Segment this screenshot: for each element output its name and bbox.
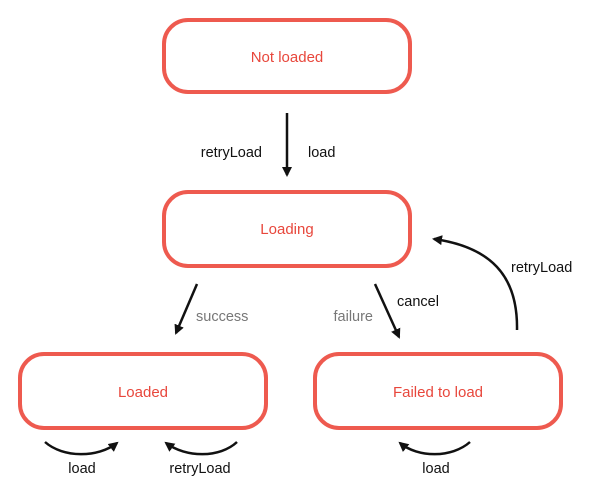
state-not-loaded-label: Not loaded: [251, 49, 324, 66]
edge-label-success: success: [196, 309, 248, 325]
state-loading-box: [162, 190, 412, 268]
edge-loading-to-loaded: [174, 283, 199, 335]
edge-label-loaded-load: load: [68, 461, 95, 477]
state-not-loaded-box: [162, 18, 412, 94]
state-loaded: Loaded: [18, 352, 268, 430]
edge-label-retry-load-top: retryLoad: [201, 145, 262, 161]
edge-label-failed-load: load: [422, 461, 449, 477]
edge-loaded-self-retry-load: [164, 441, 238, 456]
state-loading: Loading: [162, 190, 412, 268]
state-loaded-label: Loaded: [118, 384, 168, 401]
edge-label-load-top: load: [308, 145, 335, 161]
state-failed-to-load: Failed to load: [313, 352, 563, 430]
state-failed-box: [313, 352, 563, 430]
edge-label-failure: failure: [334, 309, 374, 325]
state-loaded-box: [18, 352, 268, 430]
edge-label-retry-load-right: retryLoad: [511, 260, 572, 276]
edge-label-cancel: cancel: [397, 294, 439, 310]
edge-loading-to-failed: [373, 283, 401, 339]
state-failed-label: Failed to load: [393, 384, 483, 401]
state-not-loaded: Not loaded: [162, 18, 412, 94]
edge-failed-to-loading: [432, 235, 519, 331]
edge-loaded-self-load: [44, 441, 119, 456]
state-loading-label: Loading: [260, 221, 313, 238]
edge-failed-self-load: [398, 441, 471, 456]
edge-label-loaded-retry-load: retryLoad: [169, 461, 230, 477]
